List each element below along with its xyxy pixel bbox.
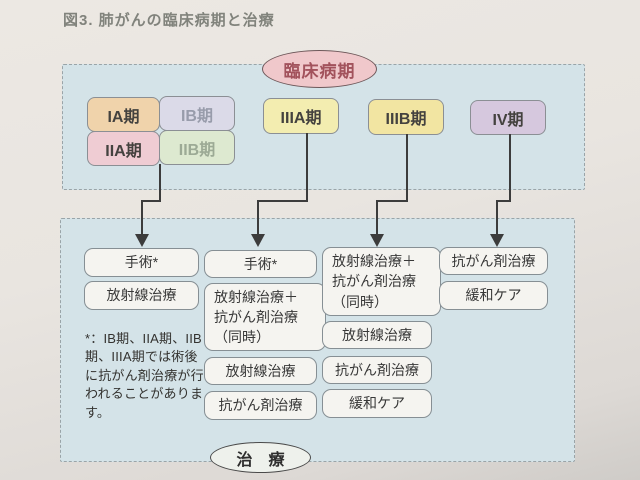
stage-box-iiia: IIIA期 — [263, 98, 339, 134]
treatment-box-radiation-col1: 放射線治療 — [84, 281, 199, 310]
stage-box-ia: IA期 — [87, 97, 160, 132]
stage-box-iv: IV期 — [470, 100, 546, 135]
treatment-box-radiation-col2: 放射線治療 — [204, 357, 317, 385]
stage-box-iia: IIA期 — [87, 131, 160, 166]
footnote: *：IB期、IIA期、IIB期、IIIA期では術後に抗がん剤治療が行われることが… — [85, 331, 204, 420]
treatment-box-palliative-care-col4: 緩和ケア — [439, 281, 548, 310]
treatment-box-chemoradiation-col2: 放射線治療＋ 抗がん剤治療 （同時） — [204, 283, 326, 351]
treatment-box-surgery-col1: 手術* — [84, 248, 199, 277]
treatment-box-chemotherapy-col3: 抗がん剤治療 — [322, 356, 432, 384]
treatment-box-chemotherapy-col4: 抗がん剤治療 — [439, 247, 548, 275]
treatment-box-chemoradiation-col3: 放射線治療＋ 抗がん剤治療 （同時） — [322, 247, 441, 316]
treatment-box-radiation-col3: 放射線治療 — [322, 321, 432, 349]
treatment-box-chemotherapy-col2: 抗がん剤治療 — [204, 391, 317, 420]
stage-box-iiib: IIIB期 — [368, 99, 444, 135]
treatment-box-palliative-care-col3: 緩和ケア — [322, 389, 432, 418]
clinical-stage-header-oval: 臨床病期 — [262, 50, 377, 88]
stage-box-ib: IB期 — [159, 96, 235, 131]
treatment-footer-oval: 治 療 — [210, 442, 311, 473]
figure-title: 図3. 肺がんの臨床病期と治療 — [63, 12, 275, 29]
treatment-box-surgery-col2: 手術* — [204, 250, 317, 278]
stage-box-iib: IIB期 — [159, 130, 235, 165]
